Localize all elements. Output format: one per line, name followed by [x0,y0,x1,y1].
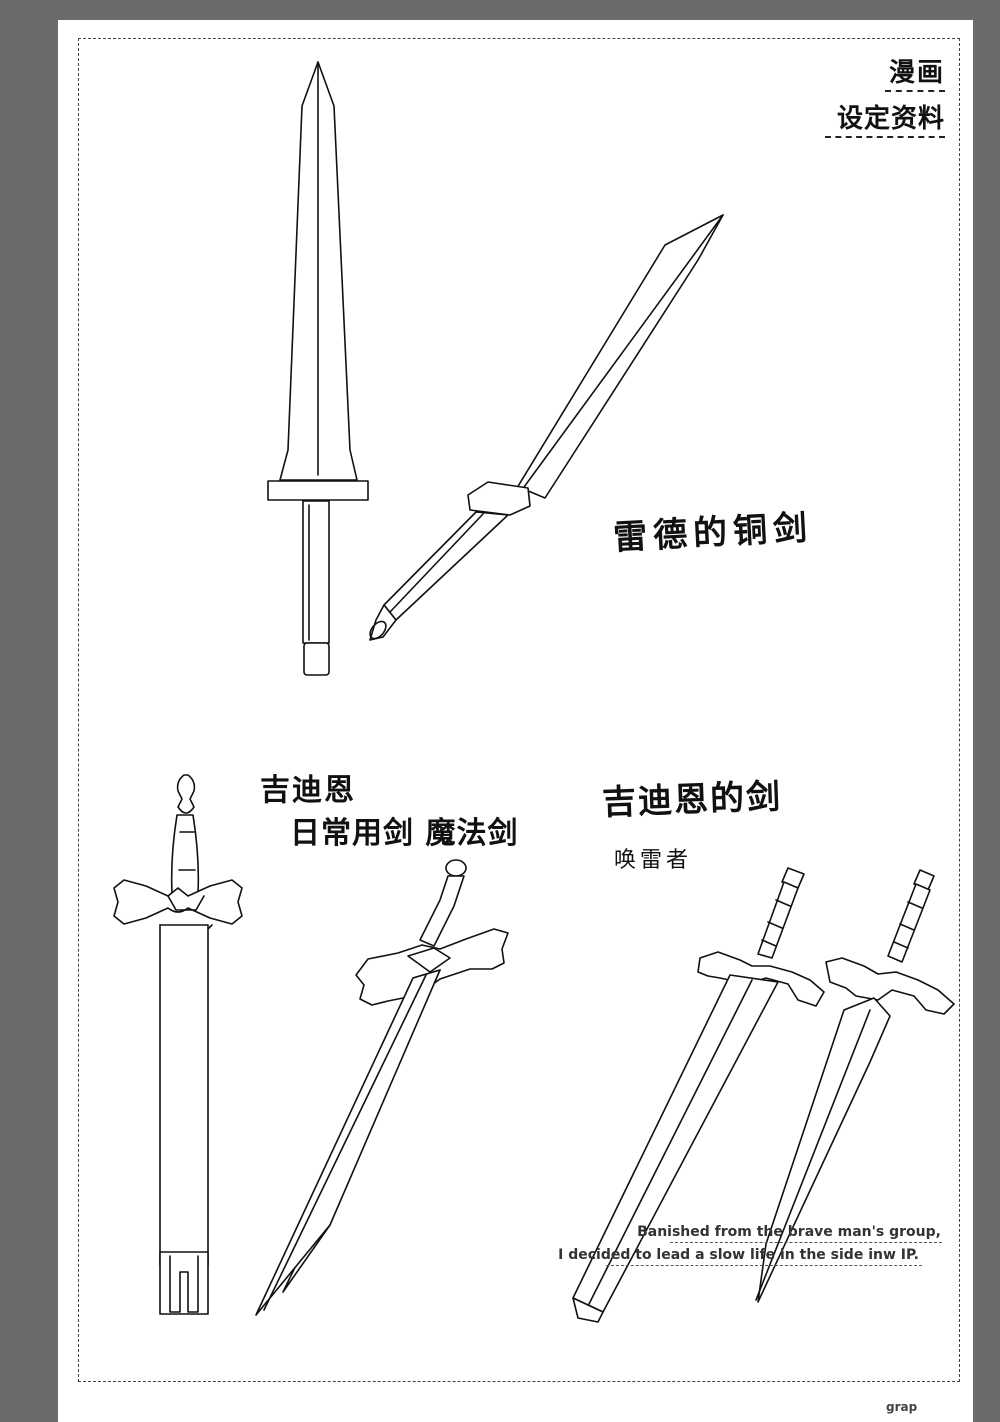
footer-divider [670,1242,942,1243]
manga-page: 漫画 设定资料 雷德的铜剑 吉迪恩 日常用剑 魔法剑 吉迪恩的剑 唤雷者 Ban… [58,20,973,1422]
gideon-daily-title: 吉迪恩 [260,773,356,808]
dashed-border [78,38,960,1382]
footer-divider-2 [606,1265,922,1266]
corner-divider [885,90,945,92]
footer-fragment: grap [886,1400,918,1414]
copper-sword-upright [267,61,369,676]
sword-artwork [113,61,955,1323]
gideon-magic-sword [255,859,509,1316]
gideon-sword-subtitle: 唤雷者 [614,848,693,873]
gideon-daily-sword [113,774,243,1315]
gideon-daily-subtitle: 日常用剑 魔法剑 [290,816,519,851]
gideon-sword-title: 吉迪恩的剑 [601,776,783,824]
copper-sword-diagonal [369,214,724,641]
thundercaller-blade [755,869,955,1303]
footer-title-line1: Banished from the brave man's group, [637,1224,941,1240]
rade-sword-title: 雷德的铜剑 [612,507,815,559]
footer-title-line2: I decided to lead a slow life in the sid… [558,1247,919,1263]
corner-divider-2 [825,136,945,138]
corner-manga-label: 漫画 [888,58,945,88]
thundercaller-sheathed [572,867,825,1323]
corner-setting-label: 设定资料 [836,104,945,134]
